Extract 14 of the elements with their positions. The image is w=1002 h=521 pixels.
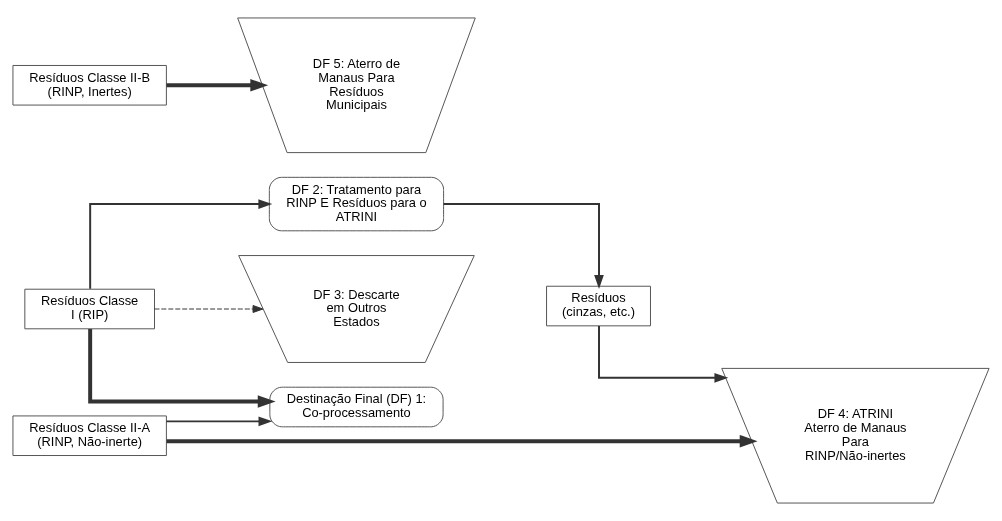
node-box: Destinação Final (DF) 1: Co-processamento bbox=[269, 386, 444, 428]
arrow bbox=[598, 325, 729, 383]
node-box: DF 2: Tratamento para RINP E Resíduos para o ATRINI bbox=[268, 176, 445, 232]
node-box: Resíduos Classe II-A (RINP, Não-inerte) bbox=[12, 415, 167, 456]
arrow bbox=[88, 329, 276, 408]
node-box: Resíduos (cinzas, etc.) bbox=[546, 285, 651, 327]
arrow bbox=[89, 199, 273, 290]
arrow bbox=[166, 79, 269, 92]
arrow bbox=[442, 203, 604, 289]
arrow bbox=[166, 434, 758, 448]
node-box: Resíduos Classe I (RIP) bbox=[24, 288, 155, 330]
node-box: Resíduos Classe II-B (RINP, Inertes) bbox=[12, 65, 167, 106]
arrow bbox=[165, 416, 273, 427]
arrow bbox=[154, 305, 264, 313]
